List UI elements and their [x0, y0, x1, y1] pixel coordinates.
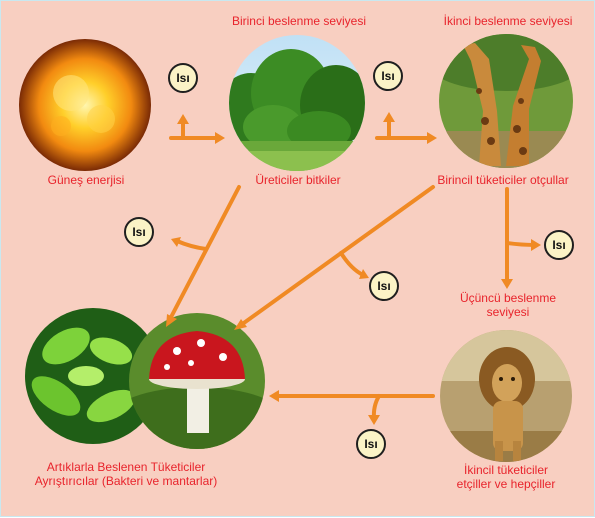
heat-bubble-3: Isı [124, 217, 154, 247]
heat-bubble-4: Isı [544, 230, 574, 260]
heat-bubble-5: Isı [369, 271, 399, 301]
heat-bubble-2: Isı [373, 61, 403, 91]
lion-illustration [436, 326, 576, 471]
label-primary: Birincil tüketiciler otçullar [413, 173, 593, 187]
label-level3: Üçüncü beslenme seviyesi [438, 291, 578, 319]
label-secondary: İkincil tüketiciler etçiller ve hepçille… [448, 463, 564, 491]
label-sun: Güneş enerjisi [21, 173, 151, 187]
label-level2: İkinci beslenme seviyesi [423, 14, 593, 28]
heat-bubble-6: Isı [356, 429, 386, 459]
giraffes-illustration [426, 26, 586, 186]
label-producers: Üreticiler bitkiler [223, 173, 373, 187]
label-decomposers: Artıklarla Beslenen Tüketiciler Ayrıştır… [26, 460, 226, 488]
label-level1: Birinci beslenme seviyesi [209, 14, 389, 28]
sun-illustration [19, 39, 151, 171]
plants-illustration [217, 31, 381, 181]
heat-bubble-1: Isı [168, 63, 198, 93]
